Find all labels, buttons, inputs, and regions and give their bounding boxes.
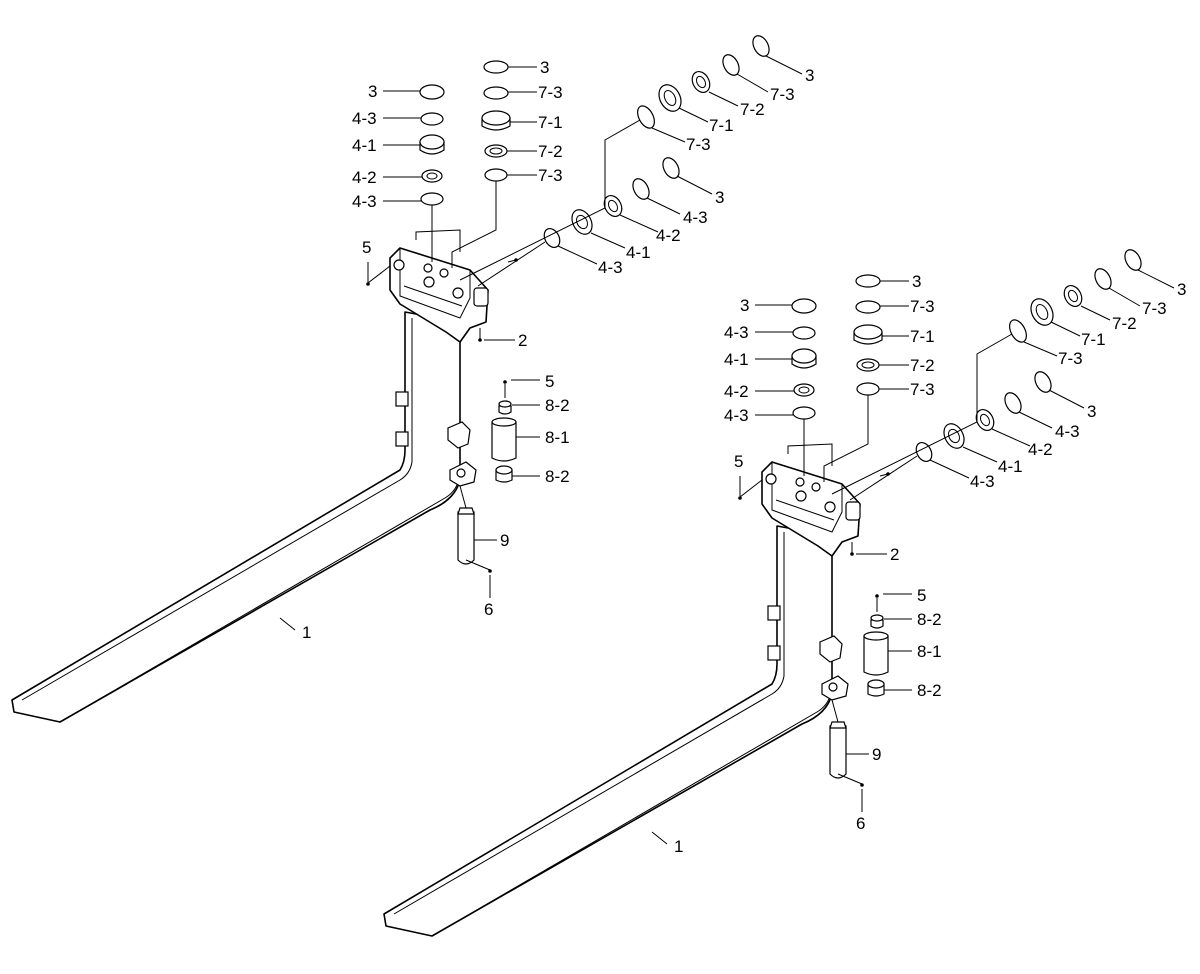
callout-col-left-0: 3 xyxy=(740,296,749,315)
callout-pin-bottom: 6 xyxy=(484,600,493,619)
callout-col-right-1: 7-3 xyxy=(538,83,563,102)
callout-diag-upper-1: 7-1 xyxy=(709,116,734,135)
callout-bracket: 2 xyxy=(518,331,527,350)
callout-bolt-left: 5 xyxy=(362,238,371,257)
hook-right xyxy=(819,635,849,701)
leaders-right xyxy=(651,269,1175,845)
callout-bush: 8-1 xyxy=(917,642,942,661)
fork-assembly-right xyxy=(383,249,1175,937)
callout-col-right-4: 7-3 xyxy=(538,166,563,185)
callout-pin-top: 5 xyxy=(917,586,926,605)
callout-diag-upper-0: 7-3 xyxy=(1058,349,1083,368)
leaders-left xyxy=(279,55,803,631)
callout-col-right-2: 7-1 xyxy=(910,327,935,346)
assembly-lines-left xyxy=(366,119,641,573)
callout-bush: 8-1 xyxy=(545,428,570,447)
callout-diag-lower-3: 4-3 xyxy=(1055,422,1080,441)
callout-pin-bottom: 6 xyxy=(856,814,865,833)
callout-col-left-4: 4-3 xyxy=(724,406,749,425)
callout-bush-top: 8-2 xyxy=(545,396,570,415)
callout-diag-upper-2: 7-2 xyxy=(740,100,765,119)
callout-fork: 1 xyxy=(302,623,311,642)
callout-diag-upper-4: 3 xyxy=(1177,280,1186,299)
ring-stack-right-a xyxy=(791,298,817,420)
fork-assembly-left xyxy=(11,35,803,723)
callout-diag-upper-2: 7-2 xyxy=(1112,314,1137,333)
callout-col-left-0: 3 xyxy=(368,82,377,101)
callout-diag-lower-0: 4-3 xyxy=(598,258,623,277)
callout-bolt-left: 5 xyxy=(734,452,743,471)
callout-col-left-3: 4-2 xyxy=(352,168,377,187)
callouts-left: 3 4-3 4-1 4-2 4-3 3 7-3 7-1 7-2 7-3 7-3 … xyxy=(302,58,814,642)
callout-diag-lower-4: 3 xyxy=(1087,402,1096,421)
ring-stack-right-b xyxy=(853,274,883,396)
callout-pin: 9 xyxy=(500,531,509,550)
hook-left xyxy=(447,421,477,487)
callout-diag-lower-1: 4-1 xyxy=(998,457,1023,476)
ring-diag-upper-left xyxy=(637,35,770,129)
callout-col-left-4: 4-3 xyxy=(352,192,377,211)
callout-diag-upper-0: 7-3 xyxy=(686,135,711,154)
callout-col-right-0: 3 xyxy=(912,272,921,291)
callout-col-right-2: 7-1 xyxy=(538,113,563,132)
bushings-left xyxy=(491,400,517,483)
callout-diag-upper-3: 7-3 xyxy=(1142,299,1167,318)
callout-col-right-3: 7-2 xyxy=(910,356,935,375)
callout-diag-upper-1: 7-1 xyxy=(1081,330,1106,349)
ring-stack-left-b xyxy=(481,60,511,182)
pin-right xyxy=(829,721,847,779)
callout-pin-top: 5 xyxy=(545,372,554,391)
callout-col-left-2: 4-1 xyxy=(352,136,377,155)
callout-col-left-1: 4-3 xyxy=(724,323,749,342)
fork-right xyxy=(383,525,833,937)
callouts-right: 3 4-3 4-1 4-2 4-3 3 7-3 7-1 7-2 7-3 7-3 … xyxy=(674,272,1186,856)
callout-col-right-1: 7-3 xyxy=(910,297,935,316)
callout-diag-lower-2: 4-2 xyxy=(656,226,681,245)
callout-col-left-1: 4-3 xyxy=(352,109,377,128)
ring-stack-left-a xyxy=(419,84,445,206)
callout-col-right-4: 7-3 xyxy=(910,380,935,399)
callout-diag-lower-4: 3 xyxy=(715,188,724,207)
callout-col-right-0: 3 xyxy=(540,58,549,77)
bracket-right xyxy=(761,461,861,557)
callout-diag-lower-3: 4-3 xyxy=(683,208,708,227)
ring-diag-lower-right xyxy=(915,371,1052,463)
callout-col-right-3: 7-2 xyxy=(538,142,563,161)
callout-bush-bottom: 8-2 xyxy=(545,467,570,486)
callout-col-left-2: 4-1 xyxy=(724,350,749,369)
ring-diag-lower-left xyxy=(543,157,680,249)
callout-bush-top: 8-2 xyxy=(917,610,942,629)
callout-diag-upper-3: 7-3 xyxy=(770,85,795,104)
callout-diag-lower-0: 4-3 xyxy=(970,472,995,491)
assembly-lines-right xyxy=(738,333,1013,787)
callout-diag-upper-4: 3 xyxy=(805,66,814,85)
callout-col-left-3: 4-2 xyxy=(724,382,749,401)
fork-left xyxy=(11,311,461,723)
callout-pin: 9 xyxy=(872,745,881,764)
callout-diag-lower-2: 4-2 xyxy=(1028,440,1053,459)
bushings-right xyxy=(863,614,889,697)
bracket-left xyxy=(389,247,489,343)
callout-diag-lower-1: 4-1 xyxy=(626,243,651,262)
ring-diag-upper-right xyxy=(1009,249,1142,343)
callout-bush-bottom: 8-2 xyxy=(917,681,942,700)
pin-left xyxy=(457,507,475,565)
callout-bracket: 2 xyxy=(890,545,899,564)
callout-fork: 1 xyxy=(674,837,683,856)
